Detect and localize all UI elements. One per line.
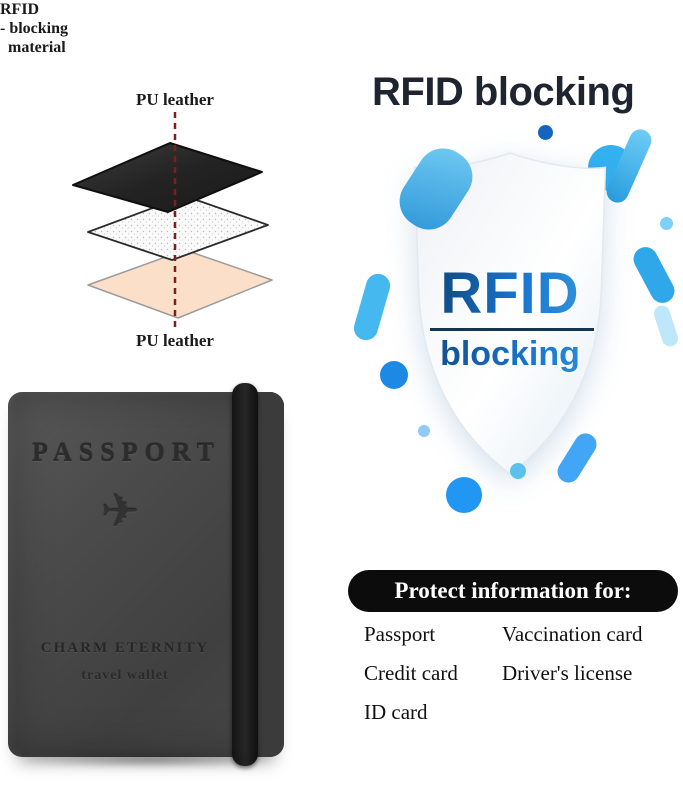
passport-wallet-photo: PASSPORT ✈ CHARM ETERNITY travel wallet bbox=[8, 383, 284, 766]
list-item: Passport bbox=[364, 622, 436, 646]
protect-info-header: Protect information for: bbox=[348, 570, 678, 612]
rfid-material-label: RFID - blocking material bbox=[0, 0, 86, 57]
blue-circle-decor bbox=[446, 477, 482, 513]
list-item: Driver's license bbox=[502, 661, 633, 685]
wallet-back-cover-edge bbox=[260, 392, 284, 757]
blue-bar-decor bbox=[651, 303, 681, 349]
blue-dot-decor bbox=[660, 217, 673, 230]
list-item: Vaccination card bbox=[502, 622, 643, 646]
rfid-section-title: RFID blocking bbox=[372, 70, 635, 114]
rfid-material-label-line3: material bbox=[8, 39, 66, 56]
rfid-material-label-line1: RFID bbox=[0, 1, 40, 18]
bottom-layer-label: PU leather bbox=[136, 331, 214, 350]
blue-dot-decor bbox=[538, 125, 553, 140]
airplane-icon: ✈ bbox=[100, 486, 140, 537]
shield-divider-line bbox=[430, 328, 594, 331]
brand-embossed-text: CHARM ETERNITY bbox=[40, 640, 210, 656]
shield-rfid-text: RFID bbox=[388, 260, 632, 327]
passport-embossed-text: PASSPORT bbox=[32, 438, 221, 467]
top-leather-layer bbox=[72, 142, 263, 213]
rfid-material-label-line2: - blocking bbox=[0, 20, 69, 37]
protect-info-header-text: Protect information for: bbox=[394, 578, 632, 603]
top-layer-label: PU leather bbox=[136, 90, 214, 109]
bottom-leather-layer bbox=[87, 249, 273, 319]
shield-blocking-text: blocking bbox=[388, 335, 632, 374]
wallet-drop-shadow bbox=[22, 752, 278, 768]
rfid-shield-graphic: RFID blocking bbox=[351, 125, 681, 525]
protect-info-list: Passport Vaccination card Credit card Dr… bbox=[352, 622, 683, 725]
brand-subtitle-text: travel wallet bbox=[81, 668, 169, 683]
blue-dot-decor bbox=[418, 425, 430, 437]
list-item: Credit card bbox=[364, 661, 458, 685]
blue-dot-decor bbox=[510, 463, 526, 479]
blue-bar-decor bbox=[629, 242, 679, 308]
list-item: ID card bbox=[364, 700, 428, 724]
blue-bar-decor bbox=[351, 271, 393, 343]
elastic-band bbox=[232, 383, 258, 766]
blue-dot-decor bbox=[380, 361, 408, 389]
rfid-material-layer bbox=[87, 195, 269, 261]
exploded-layers-diagram bbox=[72, 112, 273, 332]
